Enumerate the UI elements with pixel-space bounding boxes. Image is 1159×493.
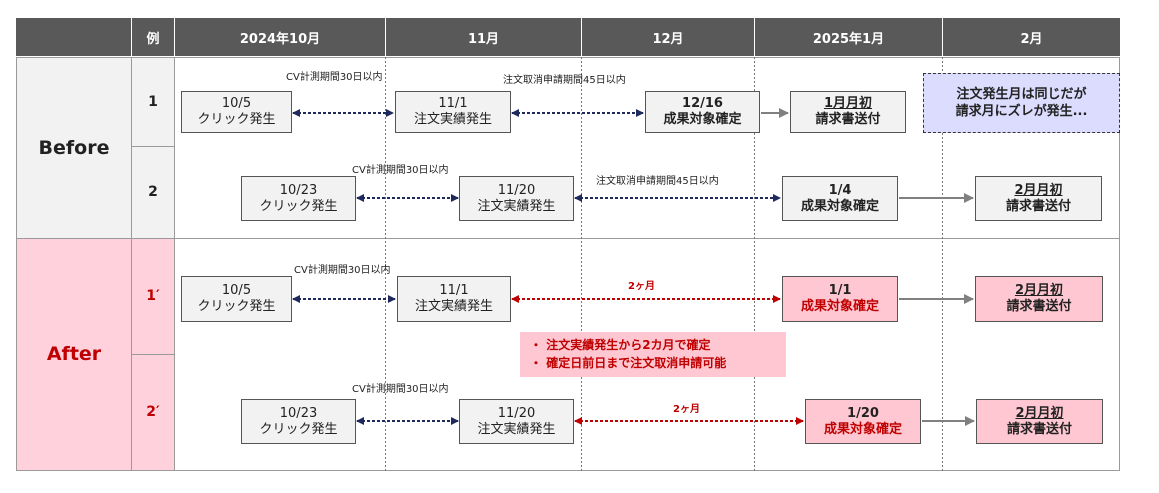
click-event-box: 10/23 クリック発生 — [241, 176, 356, 221]
event-label: 請求書送付 — [815, 112, 881, 127]
order-event-box: 11/1 注文実績発生 — [395, 91, 511, 133]
event-label: 請求書送付 — [1006, 299, 1072, 314]
order-event-box: 11/20 注文実績発生 — [459, 399, 574, 444]
event-date: 2月月初 — [1014, 182, 1063, 198]
header-divider — [754, 18, 755, 56]
header-divider — [385, 18, 386, 56]
example-number: 1′ — [146, 288, 160, 304]
confirm-event-box: 1/4 成果対象確定 — [782, 176, 898, 221]
click-event-box: 10/23 クリック発生 — [241, 399, 356, 444]
event-date: 10/23 — [279, 405, 318, 421]
section-before-example-col — [132, 58, 174, 238]
event-date: 2月月初 — [1014, 283, 1064, 298]
event-date: 11/1 — [439, 283, 469, 298]
header-month-nov: 11月 — [386, 18, 581, 56]
event-label: 請求書送付 — [1005, 198, 1071, 214]
confirm-event-box: 1/20 成果対象確定 — [805, 399, 921, 444]
cancel-period-label: 注文取消申請期間45日以内 — [596, 176, 719, 187]
cv-period-label: CV計測期間30日以内 — [286, 72, 383, 83]
after-note-item: 注文実績発生から2カ月で確定 — [530, 336, 776, 354]
event-label: 請求書送付 — [1006, 421, 1072, 437]
event-date: 2月月初 — [1015, 405, 1064, 421]
header-example: 例 — [132, 18, 174, 56]
event-label: 注文実績発生 — [477, 421, 556, 437]
event-label: 成果対象確定 — [823, 421, 902, 437]
event-date: 11/20 — [497, 405, 536, 421]
example-number: 1 — [148, 94, 158, 110]
header-month-dec: 12月 — [582, 18, 754, 56]
event-label: 注文実績発生 — [477, 198, 556, 214]
event-date: 10/23 — [279, 182, 318, 198]
callout-line: 請求月にズレが発生... — [955, 104, 1088, 119]
event-label: 成果対象確定 — [800, 198, 879, 214]
header-divider — [581, 18, 582, 56]
event-date: 1/4 — [828, 182, 852, 198]
event-label: 成果対象確定 — [663, 112, 742, 127]
cv-period-label: CV計測期間30日以内 — [352, 165, 449, 176]
event-date: 1/20 — [847, 405, 879, 421]
section-after-label: After — [16, 238, 132, 470]
event-date: 1/1 — [828, 283, 852, 298]
event-label: 注文実績発生 — [413, 112, 492, 127]
after-notes: 注文実績発生から2カ月で確定 確定日前日まで注文取消申請可能 — [520, 332, 786, 377]
example-number: 2 — [148, 184, 158, 200]
event-label: クリック発生 — [197, 112, 276, 127]
event-date: 10/5 — [221, 283, 252, 298]
invoice-event-box: 2月月初 請求書送付 — [975, 176, 1102, 221]
header-month-oct: 2024年10月 — [175, 18, 385, 56]
cv-period-label: CV計測期間30日以内 — [352, 384, 449, 395]
after-note-item: 確定日前日まで注文取消申請可能 — [530, 354, 776, 372]
section-before-label: Before — [16, 58, 132, 238]
event-label: クリック発生 — [197, 299, 276, 314]
cancel-period-label: 注文取消申請期間45日以内 — [503, 75, 626, 86]
event-date: 1月月初 — [823, 96, 873, 111]
order-event-box: 11/20 注文実績発生 — [459, 176, 574, 221]
header-divider — [131, 18, 132, 56]
invoice-event-box: 2月月初 請求書送付 — [976, 399, 1103, 444]
cv-period-label: CV計測期間30日以内 — [294, 265, 391, 276]
event-date: 11/20 — [497, 182, 536, 198]
event-date: 12/16 — [682, 96, 723, 111]
example-number: 2′ — [146, 404, 160, 420]
confirm-event-box: 1/1 成果対象確定 — [782, 276, 898, 322]
invoice-event-box: 1月月初 請求書送付 — [790, 91, 906, 133]
event-label: 注文実績発生 — [414, 299, 493, 314]
click-event-box: 10/5 クリック発生 — [181, 276, 292, 322]
event-date: 10/5 — [221, 96, 252, 111]
event-date: 11/1 — [438, 96, 468, 111]
event-label: クリック発生 — [259, 421, 338, 437]
order-event-box: 11/1 注文実績発生 — [397, 276, 511, 322]
invoice-event-box: 2月月初 請求書送付 — [975, 276, 1103, 322]
callout-line: 注文発生月は同じだが — [956, 87, 1087, 102]
event-label: 成果対象確定 — [800, 299, 879, 314]
confirm-event-box: 12/16 成果対象確定 — [645, 91, 760, 133]
event-label: クリック発生 — [259, 198, 338, 214]
header-month-jan: 2025年1月 — [755, 18, 942, 56]
two-month-label: 2ヶ月 — [673, 404, 700, 415]
header-divider — [174, 18, 175, 56]
two-month-label: 2ヶ月 — [628, 281, 655, 292]
click-event-box: 10/5 クリック発生 — [181, 91, 292, 133]
callout-note: 注文発生月は同じだが 請求月にズレが発生... — [923, 73, 1120, 133]
header-divider — [942, 18, 943, 56]
header-month-feb: 2月 — [943, 18, 1120, 56]
